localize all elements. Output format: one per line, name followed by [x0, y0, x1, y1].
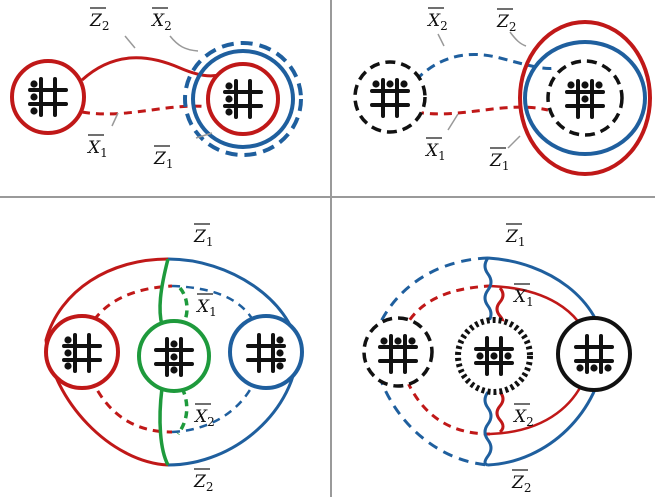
- label-x2-bottom-right: X2: [512, 403, 534, 429]
- vertex-circle: [362, 316, 434, 388]
- vertex-circle: [206, 62, 280, 136]
- svg-text:Z2: Z2: [496, 12, 516, 34]
- vertex-circle: [228, 314, 304, 390]
- vertex-circle: [556, 316, 632, 392]
- vertex-circle: [10, 59, 86, 135]
- svg-text:Z1: Z1: [193, 227, 213, 249]
- svg-text:X2: X2: [193, 407, 215, 429]
- label-x2-bottom-left: X2: [193, 403, 215, 429]
- panel-top-left: Z2 X2 X1 Z1: [10, 7, 303, 171]
- svg-text:Z2: Z2: [193, 472, 213, 494]
- label-x1-bottom-right: X1: [512, 283, 534, 309]
- label-z1-bottom-left: Z1: [193, 223, 213, 249]
- vertex-circle: [44, 314, 120, 390]
- panel-bottom-left: Z1 X1 X2 Z2: [44, 223, 304, 494]
- vertex-circle: [353, 60, 427, 134]
- label-z2-top-right: Z2: [496, 8, 516, 34]
- panel-top-right: X2 Z2 X1 Z1: [353, 7, 652, 176]
- label-z1-top-right: Z1: [489, 147, 509, 173]
- label-z2-bottom-right: Z2: [511, 469, 531, 495]
- svg-text:X1: X1: [195, 297, 217, 319]
- svg-text:X1: X1: [424, 141, 446, 163]
- svg-text:X1: X1: [512, 287, 534, 309]
- svg-text:Z1: Z1: [153, 149, 173, 171]
- label-x1-top-right: X1: [424, 137, 446, 163]
- label-z2-bottom-left: Z2: [193, 468, 213, 494]
- svg-text:X1: X1: [86, 138, 108, 160]
- svg-text:Z1: Z1: [505, 227, 525, 249]
- svg-text:X2: X2: [426, 11, 448, 33]
- label-x1-bottom-left: X1: [195, 293, 217, 319]
- svg-text:Z2: Z2: [511, 473, 531, 495]
- panel-bottom-right: Z1 X1 X2 Z2: [362, 223, 632, 495]
- label-z2-top-left: Z2: [89, 7, 109, 33]
- label-x2-top-left: X2: [150, 7, 172, 33]
- label-z1-top-left: Z1: [153, 145, 173, 171]
- label-x1-top-left: X1: [86, 134, 108, 160]
- label-z1-bottom-right: Z1: [505, 223, 525, 249]
- svg-text:Z1: Z1: [489, 151, 509, 173]
- svg-text:Z2: Z2: [89, 11, 109, 33]
- svg-text:X2: X2: [150, 11, 172, 33]
- svg-text:X2: X2: [512, 407, 534, 429]
- label-x2-top-right: X2: [426, 7, 448, 33]
